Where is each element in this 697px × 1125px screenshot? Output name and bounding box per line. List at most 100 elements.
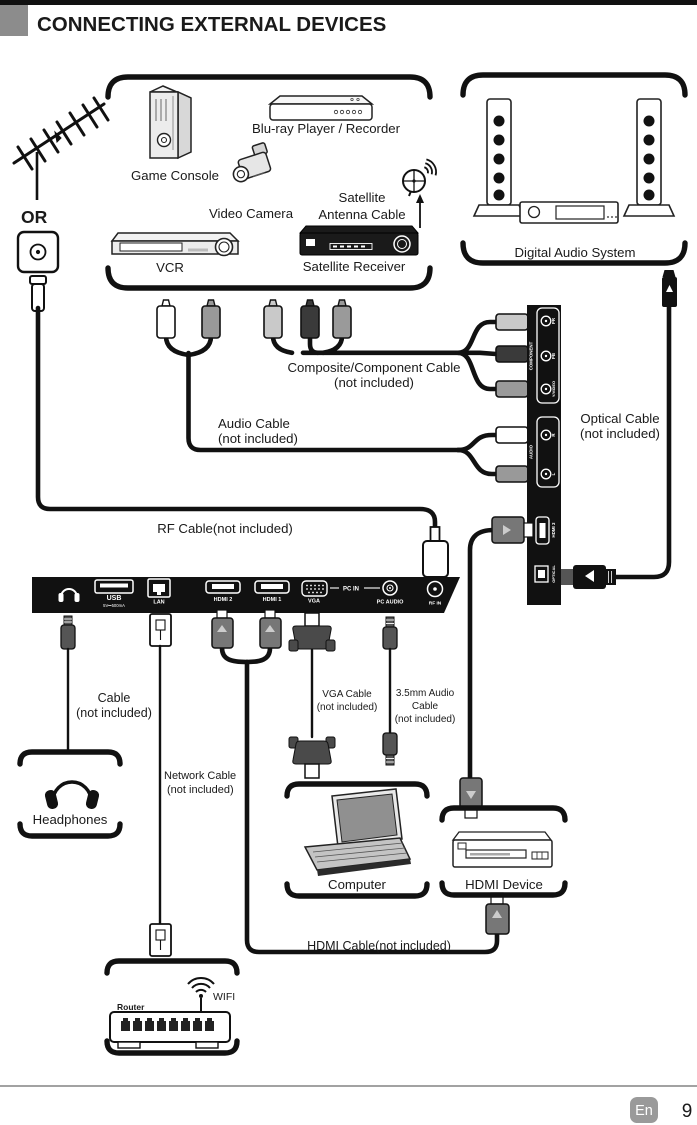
satellite-arrow <box>416 194 424 228</box>
network-cable-label-2: (not included) <box>167 784 234 796</box>
vga-cable <box>288 612 336 779</box>
usb-label: USB <box>107 595 122 602</box>
audio-group-label: AUDIO <box>529 444 534 459</box>
headphones-icon <box>44 780 100 809</box>
composite-cable-label-1: Composite/Component Cable <box>288 360 461 375</box>
computer-bracket-top <box>284 781 430 799</box>
hdmi3-cable <box>459 516 534 819</box>
rf-in-label: RF IN <box>429 601 442 607</box>
computer-bracket-bottom <box>284 881 430 899</box>
pc-in-label: PC IN <box>343 587 359 593</box>
headphone-jack-icon <box>58 588 80 602</box>
video-camera-label: Video Camera <box>209 206 294 221</box>
pc-audio-jack-icon <box>382 580 398 596</box>
header-rule <box>0 0 697 5</box>
hdmi-cable-label: HDMI Cable(not included) <box>307 939 451 953</box>
audio-cable-label-1: Audio Cable <box>218 416 290 431</box>
rf-in-jack-icon <box>426 580 444 598</box>
lan-label: LAN <box>153 600 164 606</box>
bluray-player-label: Blu-ray Player / Recorder <box>252 121 401 136</box>
computer-icon <box>303 788 412 876</box>
wall-antenna-socket-icon <box>16 230 60 274</box>
headphone-cable-label-1: Cable <box>98 691 131 705</box>
l-jack-label: L <box>551 472 556 475</box>
satellite-dish-icon <box>402 158 437 197</box>
hdmi-device-icon <box>451 831 553 868</box>
y-video-jack-label: Y/VIDEO <box>551 381 556 397</box>
network-cable-label-1: Network Cable <box>164 770 236 782</box>
satellite-receiver-label: Satellite Receiver <box>303 259 406 274</box>
game-console-icon <box>149 85 192 160</box>
vcr-icon <box>110 232 240 257</box>
router-bracket-top <box>104 958 240 976</box>
wifi-label: WIFI <box>213 991 235 1003</box>
usb-port-icon <box>94 579 134 594</box>
pb-jack-label: PB <box>551 353 556 359</box>
audio35-cable <box>382 616 398 766</box>
audio-system-bracket-top <box>460 72 688 98</box>
usb-power-label: 5V⎓500mA <box>103 603 125 608</box>
header-block <box>0 5 28 36</box>
sources-bracket-top <box>105 74 433 100</box>
hdmi-device-label: HDMI Device <box>465 877 543 892</box>
hdmi3-port-icon <box>535 516 550 545</box>
digital-audio-system-icon <box>472 98 676 224</box>
hdmi-device-bracket-top <box>439 805 568 823</box>
optical-cable-label-1: Optical Cable <box>580 411 659 426</box>
game-console-label: Game Console <box>131 168 219 183</box>
video-camera-icon <box>232 142 272 183</box>
optical-port-icon <box>534 565 549 583</box>
or-label: OR <box>21 207 48 227</box>
r-jack-label: R <box>551 433 556 437</box>
tv-bottom-panel: USB 5V⎓500mA LAN HDMI 2 HDMI 1 VGA PC IN <box>32 577 460 613</box>
component-group-label: COMPONENT <box>529 341 534 370</box>
computer-label: Computer <box>328 877 387 892</box>
headphones-bracket-bottom <box>17 821 123 839</box>
digital-audio-system-label: Digital Audio System <box>515 245 636 260</box>
hdmi1-label: HDMI 1 <box>263 597 282 603</box>
tv-side-panel: COMPONENT PR PB Y/VIDEO AUDIO R L HDMI 3… <box>527 305 561 605</box>
composite-cable-label-2: (not included) <box>334 375 414 390</box>
vga-port-icon <box>301 580 328 597</box>
hdmi1-port-icon <box>254 580 290 594</box>
audio-cable-label-2: (not included) <box>218 431 298 446</box>
hdmi-device-bracket-bottom <box>439 880 568 898</box>
satellite-receiver-icon <box>298 225 420 256</box>
router-label: Router <box>117 1002 145 1012</box>
wifi-icon <box>187 977 215 1012</box>
headphone-cable-label-2: (not included) <box>76 706 152 720</box>
satellite-antenna-label-1: Satellite <box>339 190 386 205</box>
hdmi-cable <box>211 609 510 955</box>
language-badge-label: En <box>635 1103 653 1119</box>
bluray-player-icon <box>267 95 375 121</box>
pr-jack-label: PR <box>551 317 556 324</box>
optical-cable <box>554 270 677 589</box>
audio35-cable-label-1: 3.5mm Audio <box>396 688 455 699</box>
audio-system-bracket-bottom <box>460 240 688 266</box>
headphones-bracket-top <box>17 749 123 767</box>
hdmi3-port-label: HDMI 3 <box>551 522 556 537</box>
composite-component-cable <box>263 299 539 398</box>
hdmi2-label: HDMI 2 <box>214 597 233 603</box>
vcr-label: VCR <box>156 260 184 275</box>
network-cable <box>149 613 172 957</box>
headphones-label: Headphones <box>33 812 108 827</box>
vga-label: VGA <box>308 599 320 605</box>
router-bracket-bottom <box>104 1038 240 1056</box>
headphone-cable <box>60 615 76 754</box>
vga-cable-label-2: (not included) <box>317 702 378 713</box>
page-number: 9 <box>682 1101 693 1122</box>
optical-cable-label-2: (not included) <box>580 426 660 441</box>
tv-antenna-icon <box>12 96 110 171</box>
hdmi2-port-icon <box>205 580 241 594</box>
page-title: CONNECTING EXTERNAL DEVICES <box>37 13 386 36</box>
language-badge <box>630 1097 658 1123</box>
sources-bracket-bottom <box>105 265 433 291</box>
rf-cable <box>35 305 438 531</box>
satellite-antenna-label-2: Antenna Cable <box>318 207 405 222</box>
rf-cable-label: RF Cable(not included) <box>157 521 293 536</box>
audio35-cable-label-3: (not included) <box>395 714 456 725</box>
vga-cable-label-1: VGA Cable <box>322 689 372 700</box>
pc-audio-label: PC AUDIO <box>377 600 404 606</box>
